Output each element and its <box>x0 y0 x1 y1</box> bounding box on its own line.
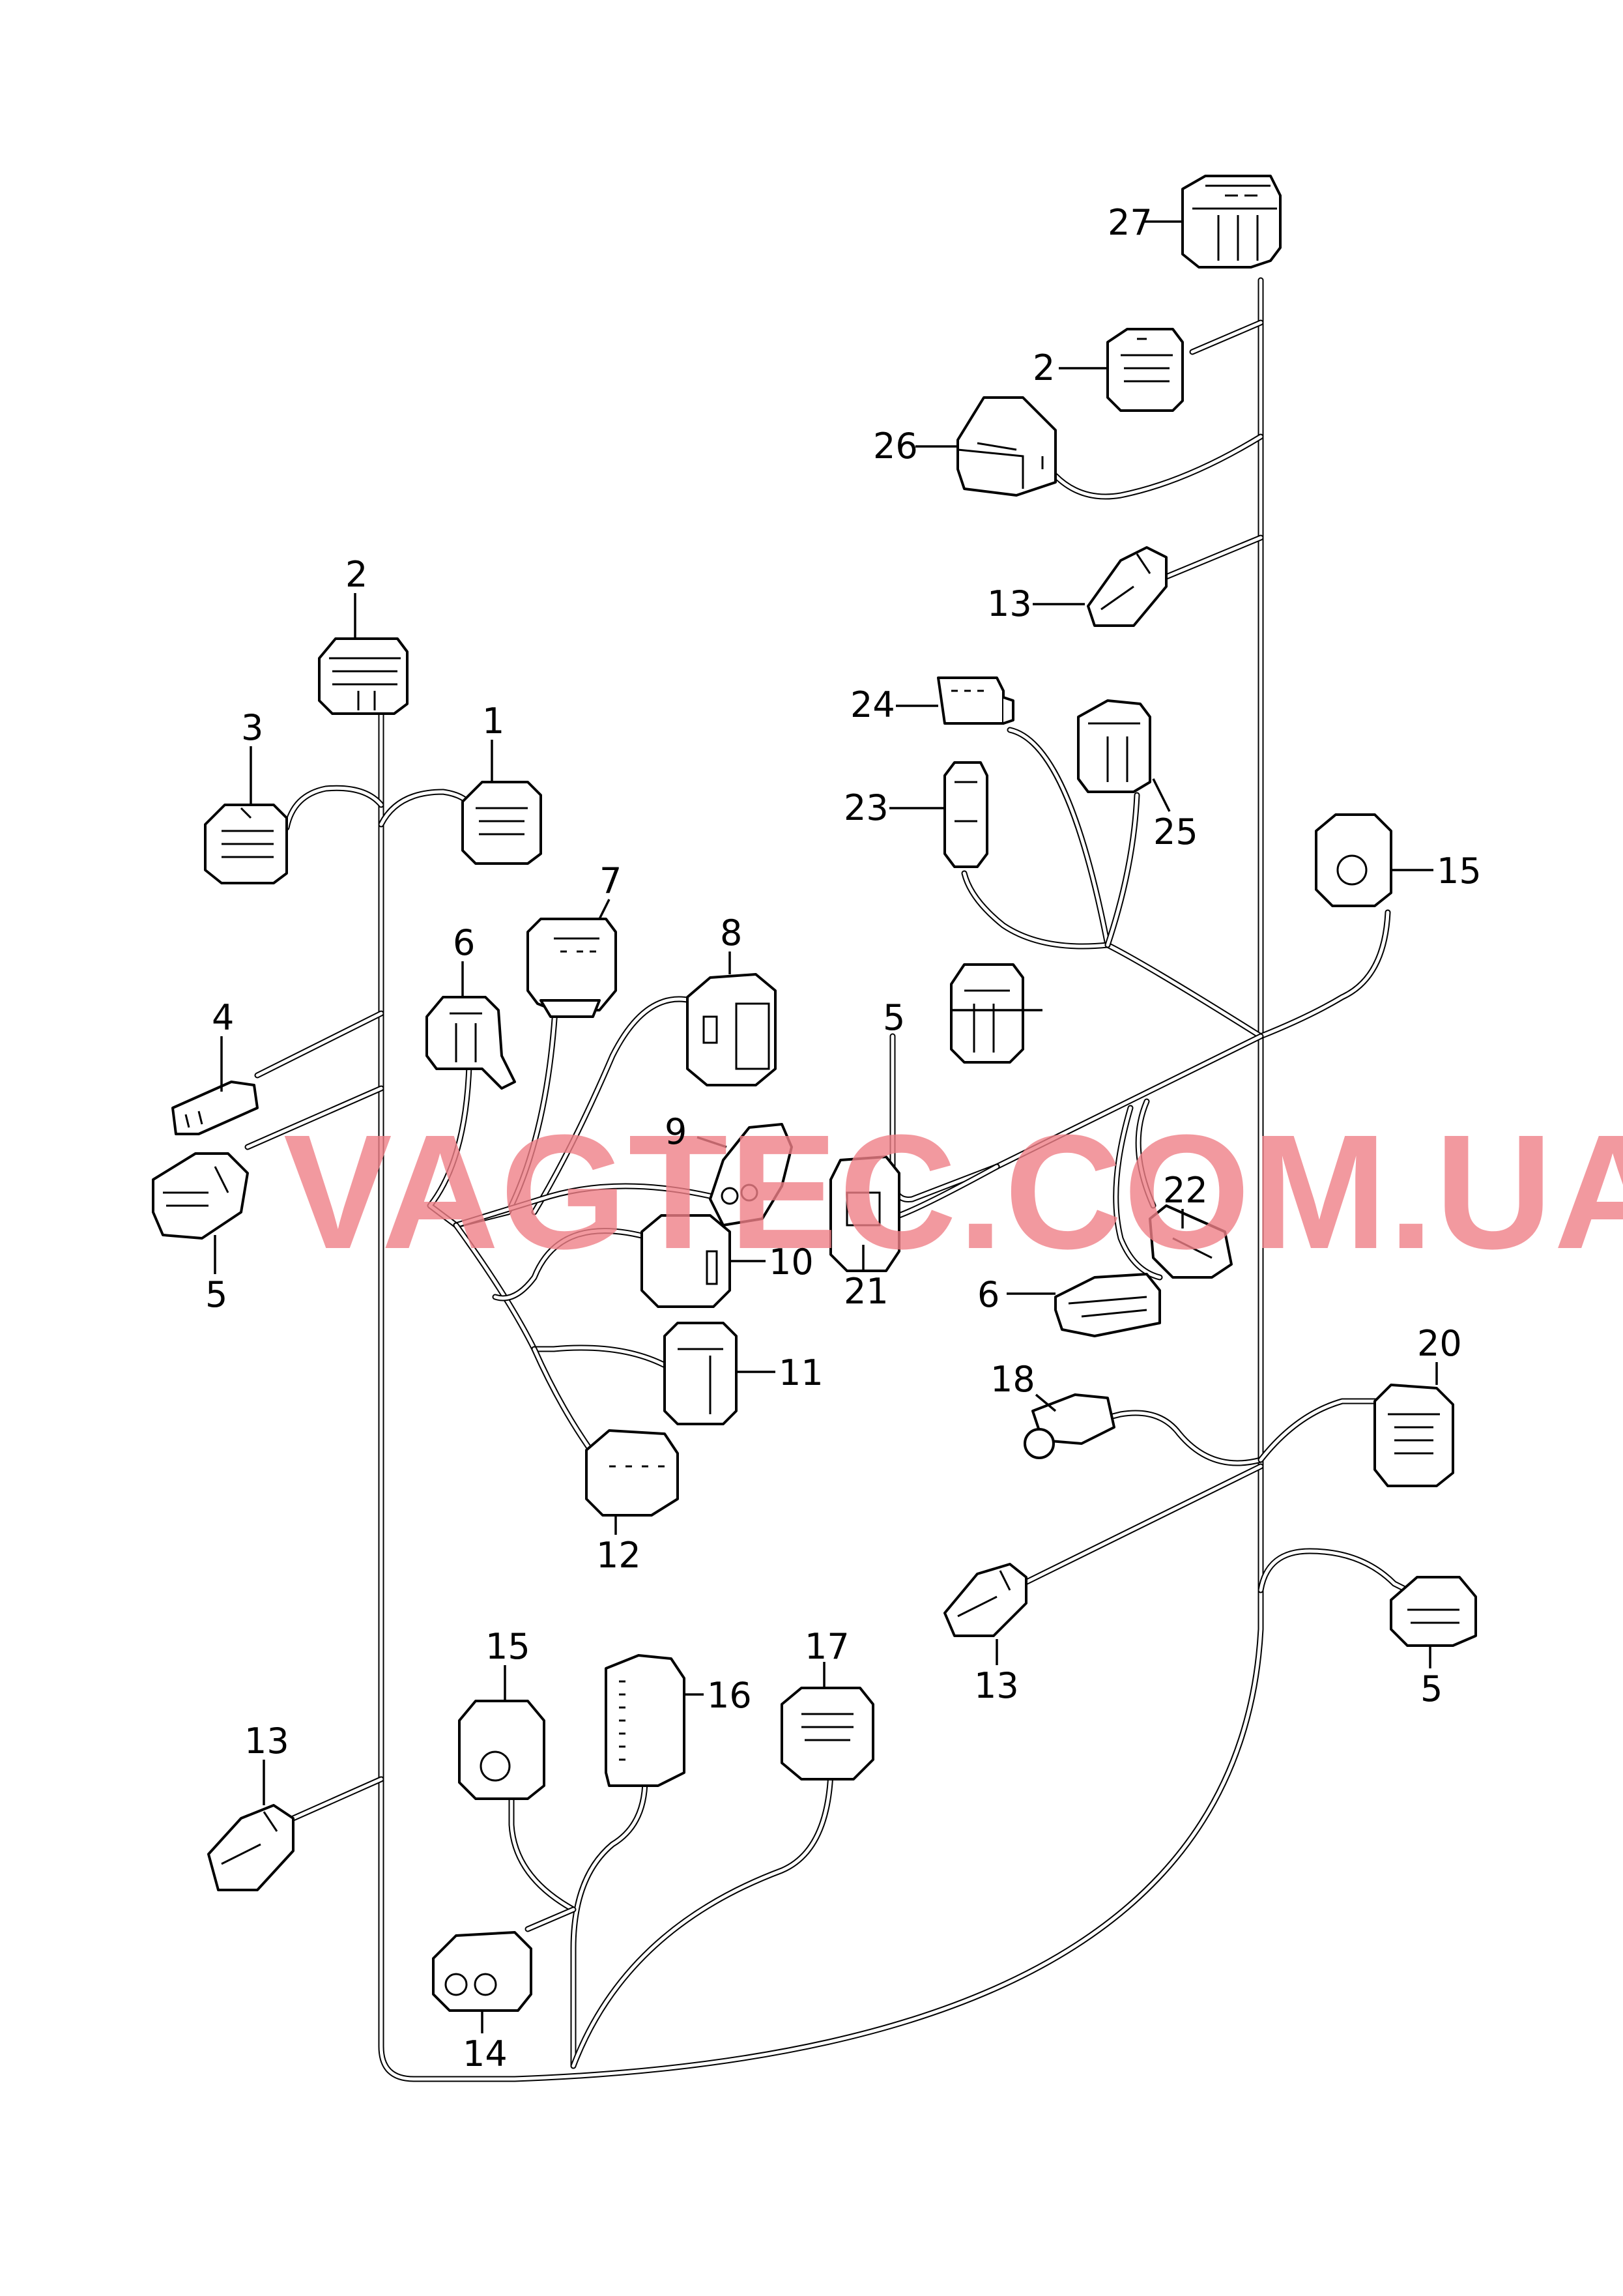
callout-26: 26 <box>873 426 918 467</box>
connector-13-left <box>207 1804 294 1891</box>
connector-7 <box>526 918 617 1018</box>
connector-11 <box>663 1322 738 1425</box>
connector-12 <box>585 1429 679 1517</box>
callout-27: 27 <box>1108 202 1153 243</box>
callout-11: 11 <box>779 1352 824 1393</box>
wire-harness <box>244 277 1417 2082</box>
callout-9: 9 <box>665 1111 687 1152</box>
callout-6-left: 6 <box>453 922 475 963</box>
callout-12: 12 <box>596 1535 641 1576</box>
callout-2-top: 2 <box>1033 347 1055 388</box>
connector-3 <box>204 804 288 884</box>
callout-14: 14 <box>463 2033 508 2074</box>
callout-3: 3 <box>241 707 263 748</box>
connector-13-top <box>1087 546 1168 627</box>
callout-13-left: 13 <box>244 1721 289 1762</box>
connector-6-right <box>1054 1273 1161 1337</box>
leader-lines <box>214 220 1438 2033</box>
connector-15-right <box>1315 813 1392 907</box>
connector-25 <box>1077 699 1151 793</box>
connector-24 <box>937 676 1014 725</box>
connector-5-left <box>152 1152 249 1240</box>
callout-16: 16 <box>707 1675 752 1716</box>
callout-22: 22 <box>1163 1170 1208 1211</box>
callout-6-right: 6 <box>977 1274 999 1315</box>
callout-17: 17 <box>805 1626 850 1667</box>
connector-4 <box>171 1081 259 1135</box>
connector-2-left <box>318 637 409 715</box>
connector-8 <box>686 973 777 1086</box>
callout-5-mid: 5 <box>883 997 905 1038</box>
connector-18 <box>1024 1393 1115 1459</box>
connector-17 <box>781 1687 874 1780</box>
callout-23: 23 <box>844 787 889 828</box>
connector-23 <box>943 761 988 868</box>
callout-5-left: 5 <box>205 1274 227 1315</box>
callout-20: 20 <box>1417 1323 1462 1364</box>
connector-10 <box>640 1214 731 1308</box>
callout-24: 24 <box>850 684 895 725</box>
connector-21 <box>829 1155 900 1272</box>
callout-4: 4 <box>212 997 234 1038</box>
connector-14 <box>432 1931 532 2012</box>
callout-18: 18 <box>990 1359 1035 1400</box>
watermark: VAGTEC.COM.UA <box>283 1101 1623 1283</box>
connector-2-top <box>1106 328 1184 412</box>
callout-13-top: 13 <box>987 583 1032 624</box>
callout-15-right: 15 <box>1437 850 1482 892</box>
connector-15-bottom <box>458 1700 545 1800</box>
callout-21: 21 <box>844 1271 889 1312</box>
connector-5-right <box>1390 1576 1477 1647</box>
callout-10: 10 <box>769 1242 814 1283</box>
callout-13-mid: 13 <box>974 1665 1019 1706</box>
connector-22 <box>1149 1204 1233 1279</box>
connector-1 <box>461 781 542 865</box>
callout-15-bottom: 15 <box>485 1626 530 1667</box>
callout-5-right: 5 <box>1420 1668 1443 1709</box>
connector-5-mid <box>950 963 1024 1064</box>
connector-27 <box>1181 175 1282 269</box>
callout-2-left: 2 <box>345 554 367 595</box>
callout-25: 25 <box>1153 811 1198 852</box>
connector-20 <box>1373 1384 1454 1487</box>
callout-1: 1 <box>482 701 504 742</box>
connector-13-mid <box>943 1563 1027 1637</box>
connector-16 <box>605 1654 685 1787</box>
callout-8: 8 <box>720 912 742 953</box>
callout-7: 7 <box>599 860 622 901</box>
connector-26 <box>956 396 1057 497</box>
connector-6-left <box>425 996 516 1090</box>
connector-9 <box>709 1123 793 1227</box>
callout-labels: 27 2 26 13 24 23 25 15 2 3 1 7 8 6 4 5 5… <box>205 202 1482 2074</box>
